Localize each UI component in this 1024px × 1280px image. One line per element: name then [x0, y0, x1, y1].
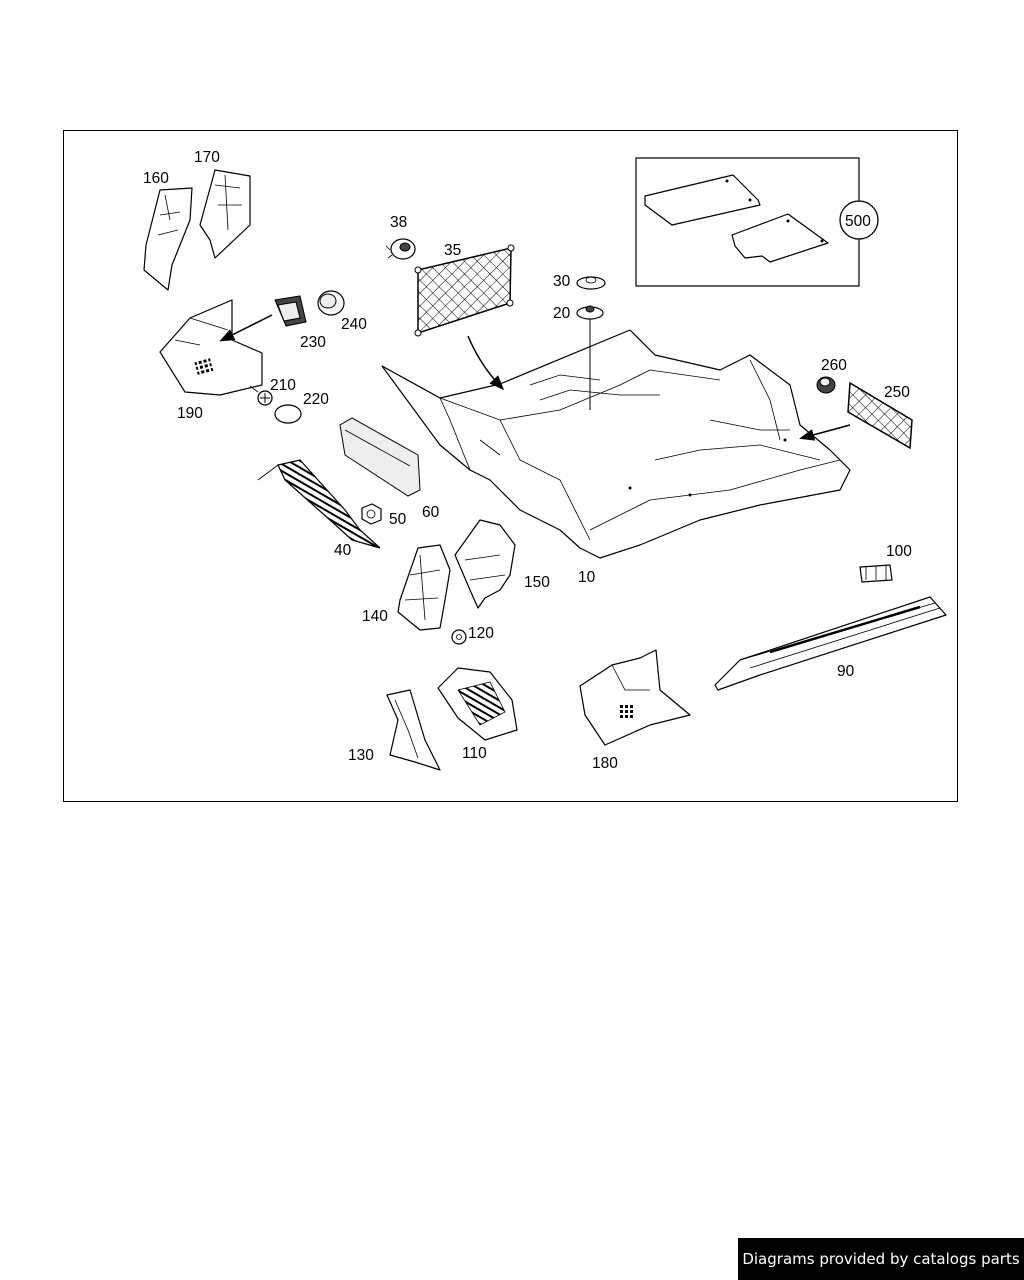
label-part-110: 110 — [462, 745, 487, 762]
arrow-35 — [467, 335, 505, 391]
sill-plate-part-90[interactable] — [714, 596, 947, 691]
clip-part-20[interactable] — [576, 305, 604, 320]
cargo-net-part-35[interactable] — [414, 244, 515, 337]
floor-carpet-part[interactable] — [381, 329, 851, 559]
label-part-190: 190 — [177, 405, 203, 422]
side-panel-part-190[interactable] — [159, 299, 263, 396]
hook-part-38[interactable] — [385, 238, 416, 260]
label-part-500: 500 — [845, 213, 871, 230]
label-part-170: 170 — [194, 149, 220, 166]
clip-part-100[interactable] — [859, 564, 893, 583]
screw-part-210[interactable] — [249, 385, 273, 406]
callout-500-circle — [839, 200, 879, 240]
arrow-230 — [219, 314, 273, 342]
washer-part-120[interactable] — [451, 629, 467, 645]
side-trim-part-180[interactable] — [579, 649, 691, 746]
label-part-90: 90 — [837, 663, 855, 680]
footer-credit-text: Diagrams provided by catalogs parts — [742, 1250, 1020, 1268]
cover-panel-part-60[interactable] — [339, 417, 421, 497]
connector-part-230[interactable] — [274, 295, 307, 327]
label-part-150: 150 — [524, 574, 550, 591]
label-part-10: 10 — [578, 569, 596, 586]
grille-part-40[interactable] — [257, 459, 381, 549]
cap-part-240[interactable] — [317, 290, 345, 316]
label-part-250: 250 — [884, 384, 910, 401]
side-net-part-250[interactable] — [847, 381, 913, 450]
shield-part-130[interactable] — [386, 689, 441, 771]
label-part-240: 240 — [341, 316, 367, 333]
bracket-part-140[interactable] — [397, 544, 451, 631]
floor-mat-inset — [635, 157, 879, 287]
duct-part-160[interactable] — [143, 187, 193, 291]
label-part-35: 35 — [444, 242, 461, 259]
label-part-160: 160 — [143, 170, 169, 187]
cover-part-150[interactable] — [454, 519, 516, 609]
label-part-30: 30 — [553, 273, 571, 290]
label-part-210: 210 — [270, 377, 296, 394]
label-part-260: 260 — [821, 357, 847, 374]
label-part-60: 60 — [422, 504, 440, 521]
arrow-250 — [799, 424, 851, 441]
grille-cover-part-110[interactable] — [437, 667, 518, 741]
plug-part-220[interactable] — [274, 404, 302, 424]
label-part-20: 20 — [553, 305, 571, 322]
parts-diagram-frame — [63, 130, 958, 802]
label-part-230: 230 — [300, 334, 326, 351]
clip-part-30[interactable] — [576, 276, 606, 290]
label-part-40: 40 — [334, 542, 352, 559]
label-part-38: 38 — [390, 214, 407, 231]
label-part-180: 180 — [592, 755, 618, 772]
nut-part-50[interactable] — [361, 503, 382, 525]
label-part-220: 220 — [303, 391, 329, 408]
label-part-50: 50 — [389, 511, 407, 528]
duct-part-170[interactable] — [199, 169, 251, 259]
label-part-130: 130 — [348, 747, 374, 764]
label-part-120: 120 — [468, 625, 494, 642]
label-part-140: 140 — [362, 608, 388, 625]
knob-part-260[interactable] — [816, 376, 836, 394]
footer-credit-badge: Diagrams provided by catalogs parts — [738, 1238, 1024, 1280]
label-part-100: 100 — [886, 543, 912, 560]
